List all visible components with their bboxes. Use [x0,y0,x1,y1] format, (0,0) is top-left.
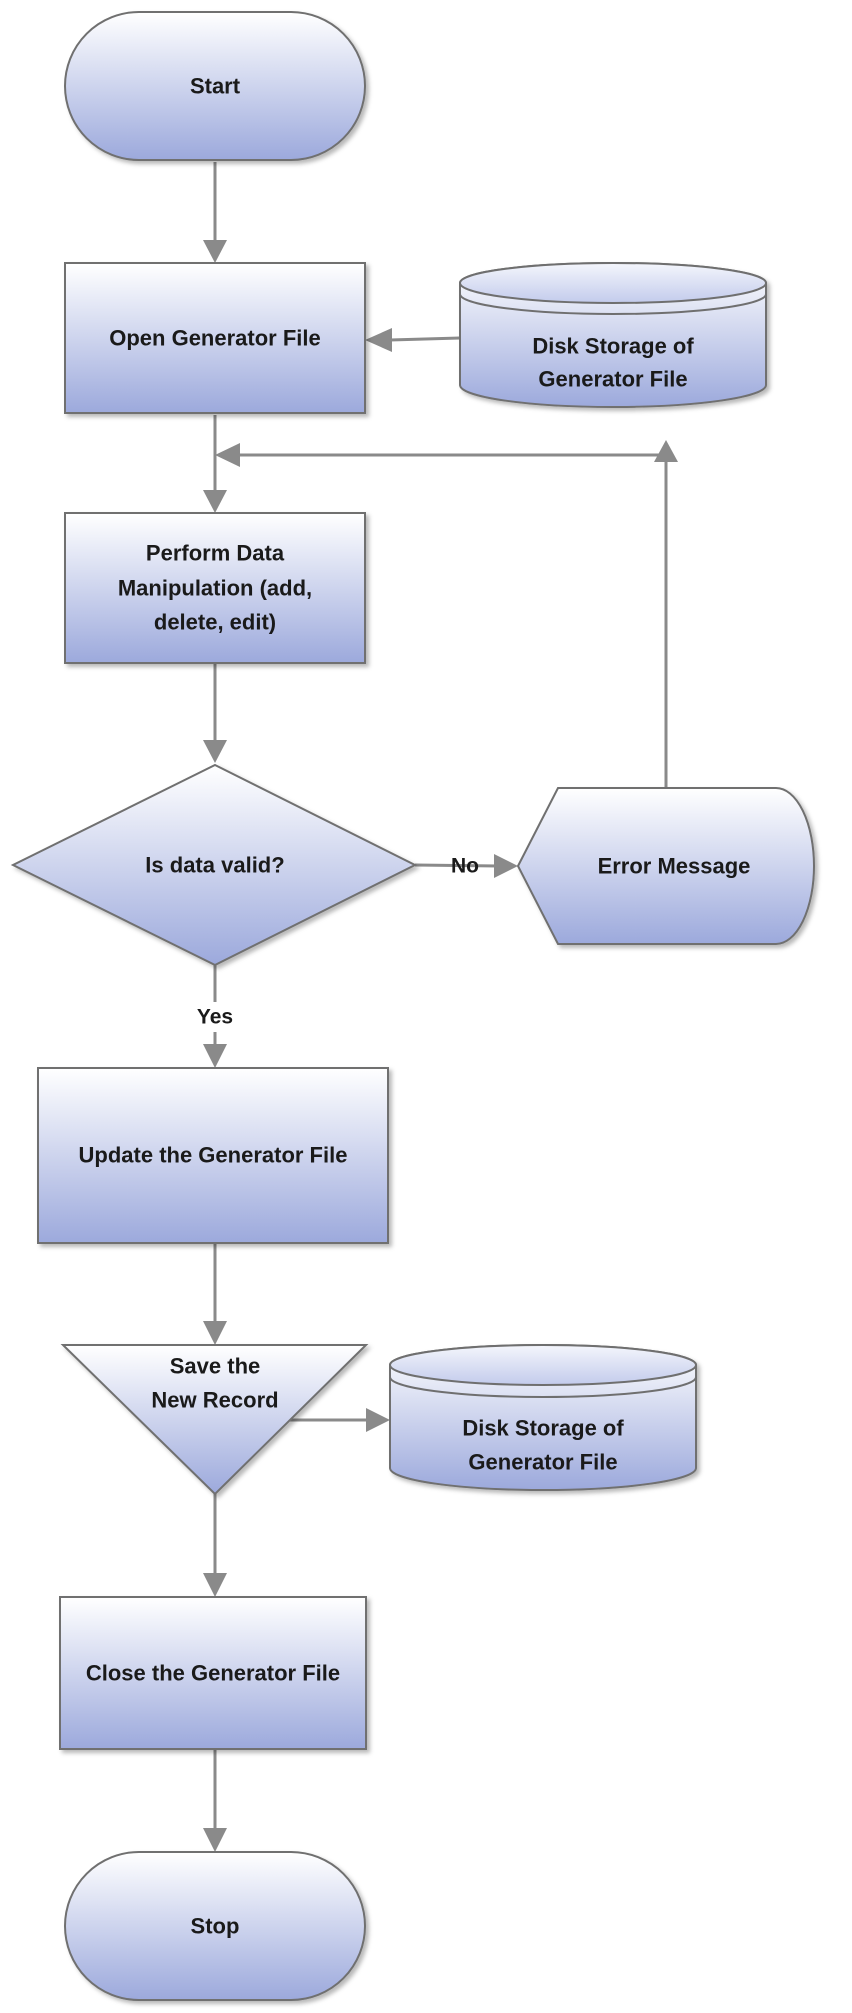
perform-label-line2: Manipulation (add, [118,576,312,601]
error-label: Error Message [598,854,751,879]
arrowhead-icon [203,740,227,763]
decision-label: Is data valid? [145,853,284,878]
no-label: No [451,855,479,878]
arrowhead-icon [215,443,240,467]
disk-storage-2-label-line1: Disk Storage of [462,1416,624,1441]
decision-shape [10,763,418,967]
disk-storage-2-rim [389,1376,697,1398]
arrowhead-icon [203,490,227,513]
arrowhead-icon [494,854,518,878]
close-file-process: Close the Generator File [59,1596,367,1750]
save-merge: Save the New Record [60,1344,369,1496]
disk-storage-1-label-line2: Generator File [538,367,687,392]
yes-label-bg [188,1002,242,1032]
arrowhead-icon [365,328,392,352]
disk-storage-1: Disk Storage of Generator File [458,262,768,408]
perform-process: Perform Data Manipulation (add, delete, … [64,512,366,664]
start-terminator: Start [64,11,366,161]
start-label: Start [190,74,241,99]
arrowhead-icon [203,1044,227,1068]
stop-shape [64,1851,366,2001]
close-file-shape [59,1596,367,1750]
update-shape [37,1067,389,1244]
disk-storage-1-label-line1: Disk Storage of [532,334,694,359]
disk-storage-1-rim [459,293,767,315]
disk-storage-1-top [458,262,768,304]
update-label: Update the Generator File [79,1143,348,1168]
arrowhead-icon [203,240,227,263]
disk-storage-2: Disk Storage of Generator File [388,1344,698,1491]
save-label-line2: New Record [151,1388,278,1413]
save-shape [60,1344,369,1496]
arrowhead-icon [203,1321,227,1345]
perform-label-line3: delete, edit) [154,610,276,635]
arrow-decision-no [414,863,499,868]
stop-label: Stop [191,1914,240,1939]
arrowhead-icon [654,440,678,462]
yes-label: Yes [197,1006,233,1029]
validity-decision: Is data valid? [10,763,418,967]
stop-terminator: Stop [64,1851,366,2001]
start-shape [64,11,366,161]
perform-shape [64,512,366,664]
save-label-line1: Save the [170,1354,261,1379]
perform-label-line1: Perform Data [146,541,285,566]
error-display: Error Message [516,787,815,945]
update-process: Update the Generator File [37,1067,389,1244]
arrowhead-icon [366,1408,390,1432]
close-file-label: Close the Generator File [86,1661,340,1686]
disk-storage-2-top [388,1344,698,1386]
arrowhead-icon [203,1828,227,1852]
arrowhead-icon [203,1573,227,1597]
arrow-disk-to-open [389,336,461,342]
open-file-process: Open Generator File [64,262,366,414]
open-file-shape [64,262,366,414]
disk-storage-2-label-line2: Generator File [468,1450,617,1475]
error-shape [516,787,815,945]
open-file-label: Open Generator File [109,326,321,351]
